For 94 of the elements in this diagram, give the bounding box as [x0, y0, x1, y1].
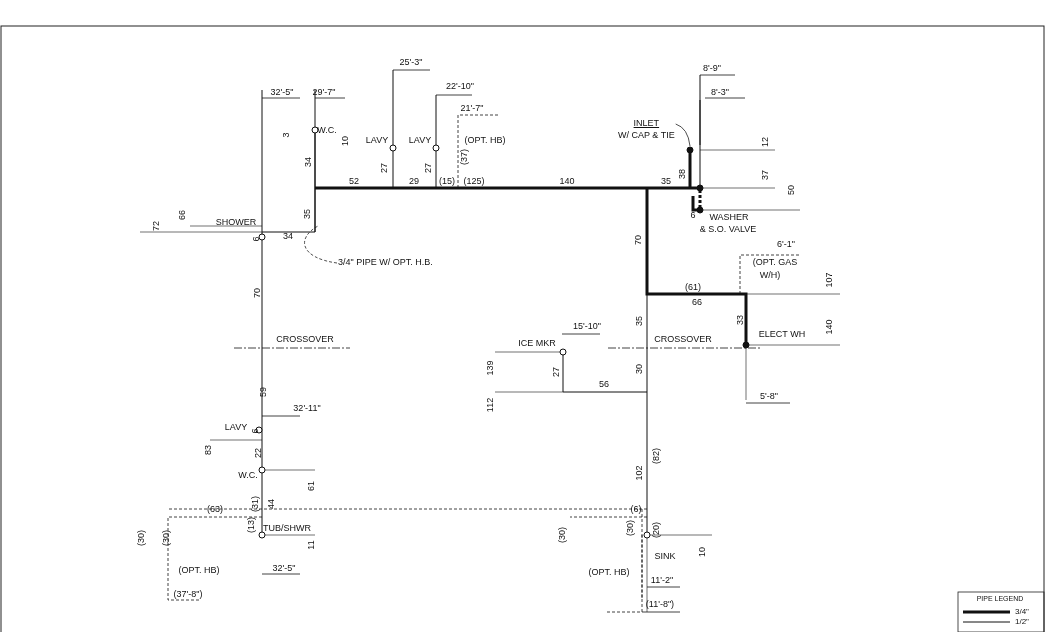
- dimension-value: 15'-10": [573, 321, 601, 331]
- dimension-value: 21'-7": [460, 103, 484, 113]
- dimension-value: (13): [246, 517, 256, 533]
- optional-note: (OPT. HB): [178, 565, 220, 575]
- dimension-value: 44: [266, 499, 276, 509]
- dimension-value: 10: [340, 136, 350, 146]
- dimension-value: 66: [177, 210, 187, 220]
- dimension-value: (82): [651, 448, 661, 464]
- dimension-value: 6'-1": [777, 239, 795, 249]
- dimension-value: 6: [690, 210, 696, 220]
- fixture-label: WASHER: [709, 212, 749, 222]
- dimension-value: 3: [281, 132, 291, 138]
- dimension-value: 30: [634, 364, 644, 374]
- fixture-label: W.C.: [317, 125, 337, 135]
- dimension-value: 11'-2": [650, 575, 674, 585]
- dimension-value: (30): [161, 530, 171, 546]
- dimension-value: 8'-9": [703, 63, 721, 73]
- fixture-label: W.C.: [238, 470, 258, 480]
- optional-note: (37'-8"): [173, 589, 203, 599]
- dimension-value: (20): [651, 522, 661, 538]
- fixture-label: LAVY: [224, 422, 248, 432]
- optional-note: (6): [630, 504, 642, 514]
- dimension-value: 50: [786, 185, 796, 195]
- dimension-value: (31): [250, 496, 260, 512]
- dimension-value: 27: [379, 163, 389, 173]
- dimension-value: 35: [634, 316, 644, 326]
- dimension-value: (30): [136, 530, 146, 546]
- dimension-value: 6: [250, 428, 260, 434]
- callout-text: INLET W/ CAP & TIE: [618, 118, 675, 142]
- dimension-value: 11: [306, 540, 316, 550]
- dimension-value: 112: [485, 397, 495, 413]
- dimension-value: 25'-3": [399, 57, 423, 67]
- optional-note: (125): [463, 176, 485, 186]
- fixture-label: CROSSOVER: [654, 334, 712, 344]
- optional-note: (OPT. GAS: [752, 257, 798, 267]
- dimension-value: 139: [485, 360, 495, 376]
- fixture-label: TUB/SHWR: [263, 523, 311, 533]
- dimension-value: 140: [559, 176, 575, 186]
- dimension-value: 59: [258, 387, 268, 397]
- optional-note: (OPT. HB): [588, 567, 630, 577]
- dimension-value: 6: [251, 236, 261, 242]
- dimension-value: 70: [633, 235, 643, 245]
- dimension-value: 12: [760, 137, 770, 147]
- dimension-value: 34: [303, 157, 313, 167]
- dimension-value: (30): [557, 527, 567, 543]
- dimension-value: 35: [661, 176, 671, 186]
- dimension-value: 29: [409, 176, 419, 186]
- optional-note: (61): [685, 282, 701, 292]
- dimension-value: 32'-5": [272, 563, 296, 573]
- dimension-value: 66: [692, 297, 702, 307]
- dimension-value: 22: [253, 448, 263, 458]
- dimension-value: 32'-5": [270, 87, 294, 97]
- dimension-value: 61: [306, 481, 316, 491]
- fixture-label: LAVY: [365, 135, 389, 145]
- dimension-value: 5'-8": [760, 391, 778, 401]
- dimension-value: 8'-3": [711, 87, 729, 97]
- dimension-value: 56: [599, 379, 609, 389]
- dimension-value: 32'-11": [293, 403, 321, 413]
- fixture-label: ELECT WH: [758, 329, 806, 339]
- dimension-value: 10: [697, 547, 707, 557]
- dimension-value: 107: [824, 272, 834, 288]
- fixture-label: SHOWER: [215, 217, 257, 227]
- dimension-value: 52: [349, 176, 359, 186]
- dimension-value: 37: [760, 170, 770, 180]
- dimension-value: (37): [459, 149, 469, 165]
- optional-note: (11'-8"): [645, 599, 675, 609]
- dimension-value: 29'-7": [312, 87, 336, 97]
- dimension-value: 70: [252, 288, 262, 298]
- fixture-label: W/H): [759, 270, 781, 280]
- fixture-label: ICE MKR: [518, 338, 556, 348]
- leader-line: [675, 123, 691, 147]
- dimension-value: 34: [283, 231, 293, 241]
- dimension-value: 22'-10": [446, 81, 474, 91]
- fixture-label: LAVY: [408, 135, 432, 145]
- legend-text: 1/2": [1015, 617, 1029, 626]
- optional-note: (15): [439, 176, 455, 186]
- dimension-value: 35: [302, 209, 312, 219]
- dimension-value: (30): [625, 520, 635, 536]
- callout-text: 3/4" PIPE W/ OPT. H.B.: [338, 257, 433, 269]
- leader-line: [304, 225, 338, 264]
- dimension-value: 27: [423, 163, 433, 173]
- dimension-value: 72: [151, 221, 161, 231]
- dimension-value: & S.O. VALVE: [699, 224, 757, 234]
- dimension-value: 38: [677, 169, 687, 179]
- dimension-value: 27: [551, 367, 561, 377]
- fixture-label: CROSSOVER: [276, 334, 334, 344]
- optional-note: (OPT. HB): [464, 135, 506, 145]
- dimension-value: 140: [824, 319, 834, 335]
- dimension-value: 83: [203, 445, 213, 455]
- fixture-label: SINK: [654, 551, 676, 561]
- dimension-value: 33: [735, 315, 745, 325]
- dimension-value: 102: [634, 465, 644, 481]
- legend-text: 3/4": [1015, 607, 1029, 616]
- optional-note: (63): [207, 504, 223, 514]
